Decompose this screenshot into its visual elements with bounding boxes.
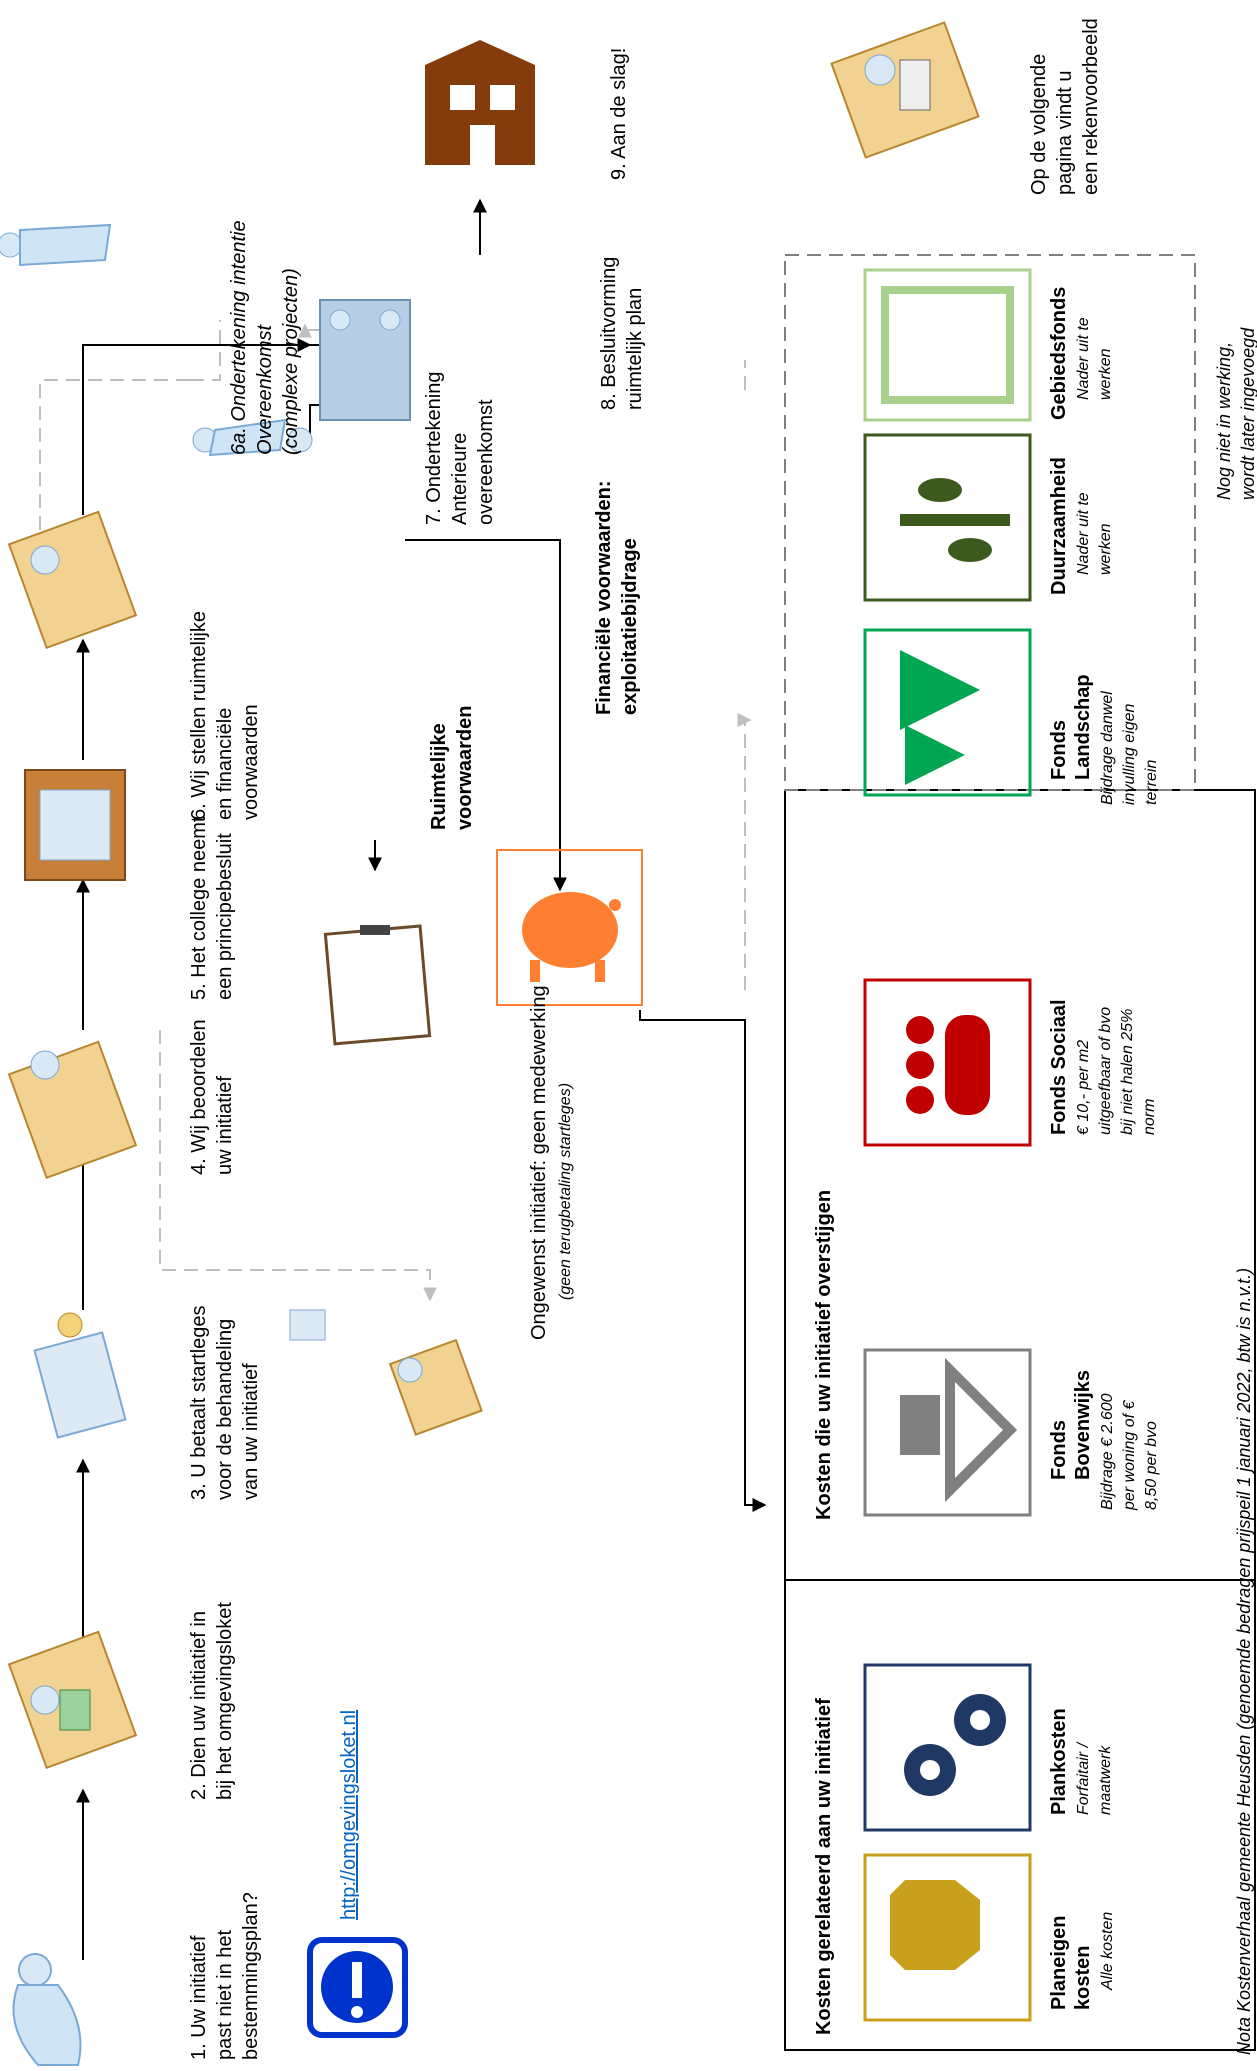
- ongewenst-title: Ongewenst initiatief: geen medewerking: [528, 985, 550, 1340]
- planeigen-icon-box: [863, 1853, 1032, 2022]
- bovenwijks-desc: Bijdrage € 2.600 per woning of € 8,50 pe…: [1099, 1389, 1160, 1511]
- duurzaamheid-icon-box: [863, 433, 1032, 602]
- planeigen-label: Planeigen kosten: [1048, 1910, 1094, 2010]
- landschap-label: Fonds Landschap: [1048, 674, 1094, 780]
- bovenwijks-label: Fonds Bovenwijks: [1048, 1370, 1094, 1480]
- landschap-desc: Bijdrage danwel invulling eigen terrein: [1099, 687, 1160, 805]
- main-flow-arrows: [76, 198, 767, 1960]
- box1-title: Kosten gerelateerd aan uw initiatief: [813, 1698, 835, 2035]
- step3-text: 3. U betaalt startleges voor de behandel…: [188, 1300, 262, 1500]
- step1-text: 1. Uw initiatief past niet in het bestem…: [188, 1892, 262, 2060]
- assessment-icon: [7, 1040, 138, 1180]
- plankosten-desc: Forfaitair / maatwerk: [1075, 1739, 1114, 1815]
- ongewenst-sub: (geen terugbetaling startleges): [557, 1083, 574, 1300]
- duurzaamheid-desc: Nader uit te werken: [1075, 488, 1114, 575]
- step7-text: 7. Ondertekening Anterieure overeenkomst: [423, 366, 497, 525]
- council-meeting-icon: [319, 299, 411, 421]
- checklist-icon: [323, 924, 432, 1046]
- bovenwijks-icon-box: [863, 1348, 1032, 1517]
- gebiedsfonds-desc: Nader uit te werken: [1075, 313, 1114, 400]
- sociaal-icon-box: [863, 978, 1032, 1147]
- rekenvoorbeeld-text: Op de volgende pagina vindt u een rekenv…: [1028, 18, 1102, 195]
- step2-text: 2. Dien uw initiatief in bij het omgevin…: [188, 1602, 236, 1800]
- landschap-icon-box: [863, 628, 1032, 797]
- payment-icon: [33, 1312, 127, 1439]
- handshake-icon: [192, 418, 313, 457]
- duurzaamheid-label: Duurzaamheid: [1048, 457, 1070, 595]
- intention-handshake-icon: [0, 223, 112, 267]
- step5-text: 5. Het college neemt een principebesluit: [188, 811, 236, 1000]
- rejected-icon: [388, 1338, 483, 1436]
- box2-border: [784, 789, 1256, 1581]
- plankosten-label: Plankosten: [1048, 1708, 1070, 1815]
- plankosten-icon-box: [863, 1663, 1032, 1832]
- financiele-label: Financiële voorwaarden: exploitatiebijdr…: [593, 475, 641, 715]
- step6-text: 6. Wij stellen ruimtelijke en financiële…: [188, 605, 262, 820]
- gebiedsfonds-label: Gebiedsfonds: [1048, 287, 1070, 420]
- box2-title: Kosten die uw initiatief overstijgen: [813, 1190, 835, 1520]
- footer-note: Nota Kostenverhaal gemeente Heusden (gen…: [1234, 1268, 1254, 2055]
- desk-worker-icon: [7, 1630, 138, 1770]
- calculator-icon: [830, 21, 980, 159]
- sociaal-label: Fonds Sociaal: [1048, 999, 1070, 1135]
- box3-border: [784, 254, 1196, 791]
- step4-text: 4. Wij beoordelen uw initiatief: [188, 1014, 236, 1175]
- info-icon: [307, 1937, 408, 2038]
- sociaal-desc: € 10,- per m2 uitgeefbaar of bvo bij nie…: [1075, 1002, 1158, 1135]
- small-person-icon: [289, 1309, 326, 1341]
- planner-icon: [7, 510, 138, 650]
- person-icon: [12, 1953, 82, 2066]
- gebiedsfonds-icon-box: [863, 268, 1032, 422]
- step9-text: 9. Aan de slag!: [608, 48, 630, 180]
- step6a-text: 6a. Ondertekening intentie Overeenkomst …: [228, 215, 302, 455]
- college-meeting-icon: [24, 769, 126, 881]
- box3-note: Nog niet in werking, wordt later ingevoe…: [1214, 327, 1257, 500]
- step8-text: 8. Besluitvorming ruimtelijk plan: [598, 251, 646, 410]
- ruimtelijke-label: Ruimtelijke voorwaarden: [428, 706, 476, 830]
- house-icon: [425, 40, 535, 165]
- piggy-bank-box: [496, 849, 643, 1006]
- planeigen-desc: Alle kosten: [1099, 1912, 1116, 1991]
- omgevingsloket-link[interactable]: http://omgevingsloket.nl: [338, 1710, 360, 1920]
